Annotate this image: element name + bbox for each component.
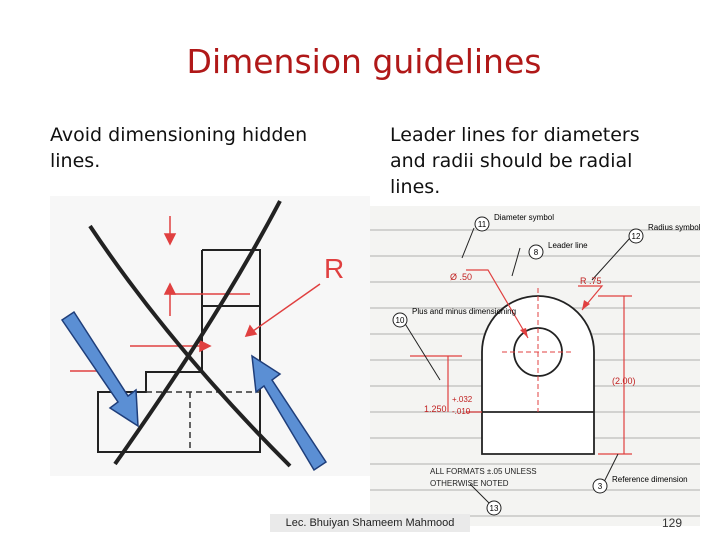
callout-12: 12 Radius symbol: [628, 223, 700, 244]
svg-text:8: 8: [534, 248, 539, 257]
arrow-up-left-icon: [251, 354, 328, 472]
right-caption: Leader lines for diameters and radii sho…: [390, 124, 640, 198]
blue-arrows: [60, 310, 328, 472]
general-note-line-1: ALL FORMATS ±.05 UNLESS: [430, 467, 537, 476]
radius-label: R: [324, 253, 344, 284]
svg-text:Plus and minus dimensioning: Plus and minus dimensioning: [412, 307, 516, 316]
callout-8: 8 Leader line: [528, 241, 588, 260]
reference-dimension: (2.00): [612, 376, 636, 386]
svg-text:Leader line: Leader line: [548, 241, 588, 250]
arrow-down-right-icon: [60, 310, 139, 428]
height-value: 1.250: [424, 404, 447, 414]
tolerance-minus: -.010: [452, 407, 471, 416]
radius-value: R .75: [580, 276, 602, 286]
svg-text:Reference dimension: Reference dimension: [612, 475, 688, 484]
leader-arrowheads: [520, 300, 590, 338]
page-number: 129: [662, 516, 683, 530]
hidden-line-figure: R: [50, 196, 370, 476]
red-dimensions: [70, 216, 321, 372]
callout-3: 3 Reference dimension: [592, 475, 688, 494]
part-outline: [97, 249, 261, 453]
tolerance-plus: +.032: [452, 395, 473, 404]
hidden-lines: [146, 391, 260, 452]
diameter-value: Ø .50: [450, 272, 472, 282]
part-outline: [481, 295, 595, 455]
center-lines: [502, 288, 574, 412]
footer-author: Lec. Bhuiyan Shameem Mahmood: [270, 514, 470, 532]
callout-leaders: [403, 227, 631, 505]
svg-text:Diameter symbol: Diameter symbol: [494, 213, 554, 222]
svg-text:10: 10: [396, 316, 405, 325]
slide-title: Dimension guidelines: [186, 42, 542, 81]
cross-out-mark: [88, 200, 292, 468]
callout-11: 11 Diameter symbol: [474, 213, 554, 232]
svg-text:Radius symbol: Radius symbol: [648, 223, 700, 232]
callout-13: 13: [486, 500, 502, 516]
left-caption: Avoid dimensioning hidden lines.: [50, 124, 308, 172]
callout-10: 10 Plus and minus dimensioning: [392, 307, 516, 328]
svg-text:11: 11: [478, 220, 487, 229]
leader-lines: [410, 269, 632, 455]
svg-text:3: 3: [598, 482, 603, 491]
general-note-line-2: OTHERWISE NOTED: [430, 479, 509, 488]
radial-leader-figure: 11 Diameter symbol 8 Leader line 12 Radi…: [370, 206, 700, 526]
svg-text:13: 13: [490, 504, 499, 513]
svg-text:12: 12: [632, 232, 641, 241]
